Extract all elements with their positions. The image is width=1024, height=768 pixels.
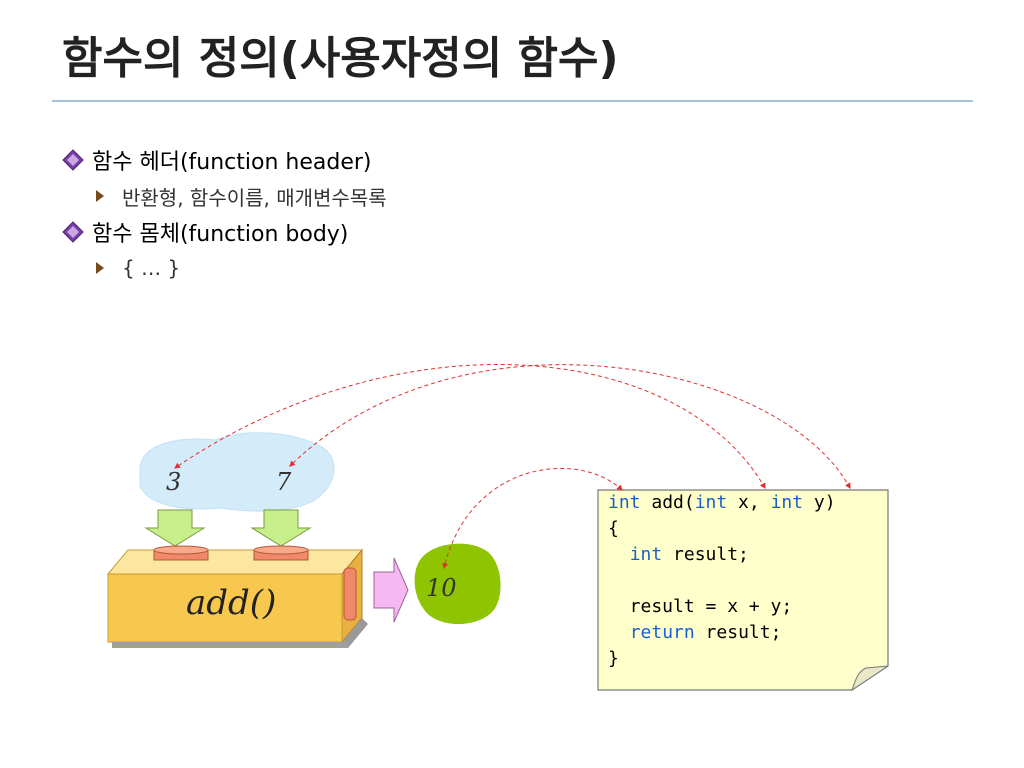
code-line-return: return result;: [629, 622, 782, 643]
arrow-param-y-to-7: [289, 364, 851, 490]
input-arrow-1: [144, 509, 206, 547]
slide-title: 함수의 정의(사용자정의 함수): [62, 33, 619, 84]
diamond-bullet-icon: [62, 142, 92, 178]
input-slot-2: [253, 545, 309, 561]
sub-bullet-body: { … }: [62, 250, 387, 286]
sub-bullet-header-parts: 반환형, 함수이름, 매개변수목록: [62, 178, 387, 214]
argument-3: 3: [166, 468, 181, 496]
arrow-return-to-result: [442, 467, 623, 570]
bullet-function-header: 함수 헤더(function header): [62, 142, 387, 178]
result-10: 10: [426, 574, 457, 602]
function-machine-label: add(): [186, 583, 276, 623]
input-arrow-2: [250, 509, 312, 547]
code-line-declaration: int result;: [629, 544, 749, 565]
output-slot: [343, 567, 357, 621]
code-line-signature: int add(int x, int y): [608, 492, 836, 513]
code-line-blank: [608, 568, 836, 594]
code-block: int add(int x, int y) { int result; resu…: [608, 490, 836, 672]
bullet-function-body: 함수 몸체(function body): [62, 214, 387, 250]
argument-7: 7: [276, 468, 292, 496]
code-line-close-brace: }: [608, 648, 619, 669]
code-note-fold-icon: [851, 665, 889, 692]
code-line-open-brace: {: [608, 518, 619, 539]
triangle-bullet-icon: [94, 261, 122, 275]
input-slot-1: [153, 545, 209, 561]
bullet-text: 함수 몸체(function body): [92, 222, 349, 247]
title-divider: [52, 100, 973, 102]
bullet-text: 함수 헤더(function header): [92, 150, 372, 175]
output-arrow: [373, 557, 409, 623]
arrow-param-x-to-3: [174, 364, 766, 490]
sub-bullet-text: { … }: [122, 256, 181, 280]
bullet-list: 함수 헤더(function header) 반환형, 함수이름, 매개변수목록…: [62, 142, 387, 286]
code-line-assignment: result = x + y;: [608, 596, 793, 617]
diamond-bullet-icon: [62, 214, 92, 250]
sub-bullet-text: 반환형, 함수이름, 매개변수목록: [122, 185, 387, 210]
triangle-bullet-icon: [94, 189, 122, 203]
